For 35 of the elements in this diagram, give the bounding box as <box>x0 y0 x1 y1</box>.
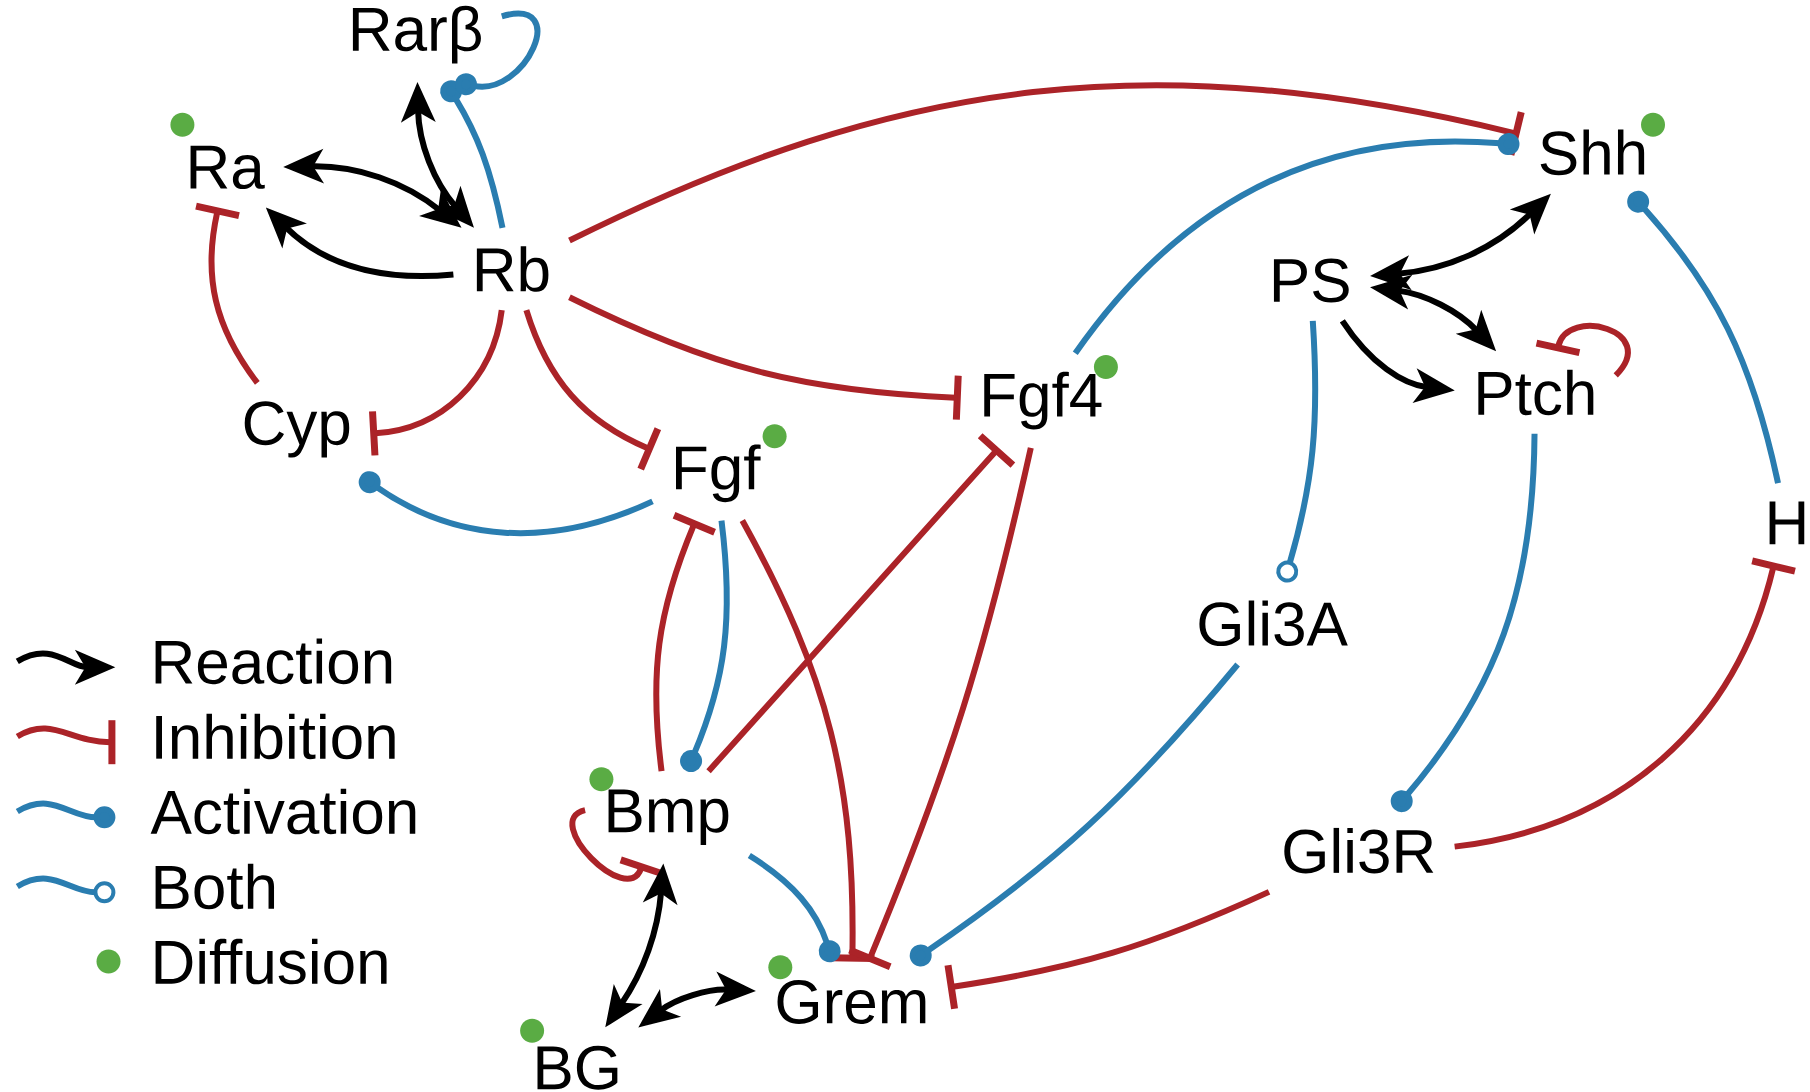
legend-label: Both <box>155 863 275 910</box>
inhibition-connector <box>653 512 716 772</box>
gene-label: Bmp <box>608 789 729 846</box>
gene-label: Cyp <box>244 401 350 458</box>
gene-label: H <box>1769 501 1805 545</box>
activation-connector <box>747 853 841 963</box>
inhibition-connector <box>568 294 962 420</box>
gene-label: Ptch <box>1478 369 1594 416</box>
activation-connector <box>1276 320 1319 583</box>
activation-connector <box>680 520 730 772</box>
inhibition-connector <box>568 82 1525 244</box>
legend-label: Inhibition <box>156 713 395 760</box>
gene-label: Rarβ <box>352 5 481 64</box>
activation-connector <box>358 471 654 536</box>
legend-label: Diffusion <box>155 938 387 985</box>
gene-label: Shh <box>1540 129 1645 176</box>
activation-connector <box>440 80 506 229</box>
gene-label: Gli3A <box>1199 600 1348 647</box>
inhibition-connector <box>1454 557 1796 850</box>
gene-label: PS <box>1273 258 1349 303</box>
activation-connector <box>1390 433 1538 813</box>
gene-label: Ra <box>190 145 265 189</box>
activation-connector <box>1627 190 1781 484</box>
gene-label: BG <box>537 1045 618 1090</box>
gene-label: Gli3R <box>1284 827 1434 874</box>
activation-connector <box>455 10 540 96</box>
gene-label: Fgf <box>676 444 761 503</box>
gene-label: Fgf4 <box>984 371 1102 430</box>
legend-label: Reaction <box>155 638 392 685</box>
activation-connector <box>909 662 1240 967</box>
legend-label: Activation <box>150 788 416 835</box>
inhibition-connector <box>369 309 505 456</box>
gene-label: Rb <box>476 246 549 292</box>
gene-label: Grem <box>777 980 926 1024</box>
activation-connector <box>1072 133 1520 356</box>
